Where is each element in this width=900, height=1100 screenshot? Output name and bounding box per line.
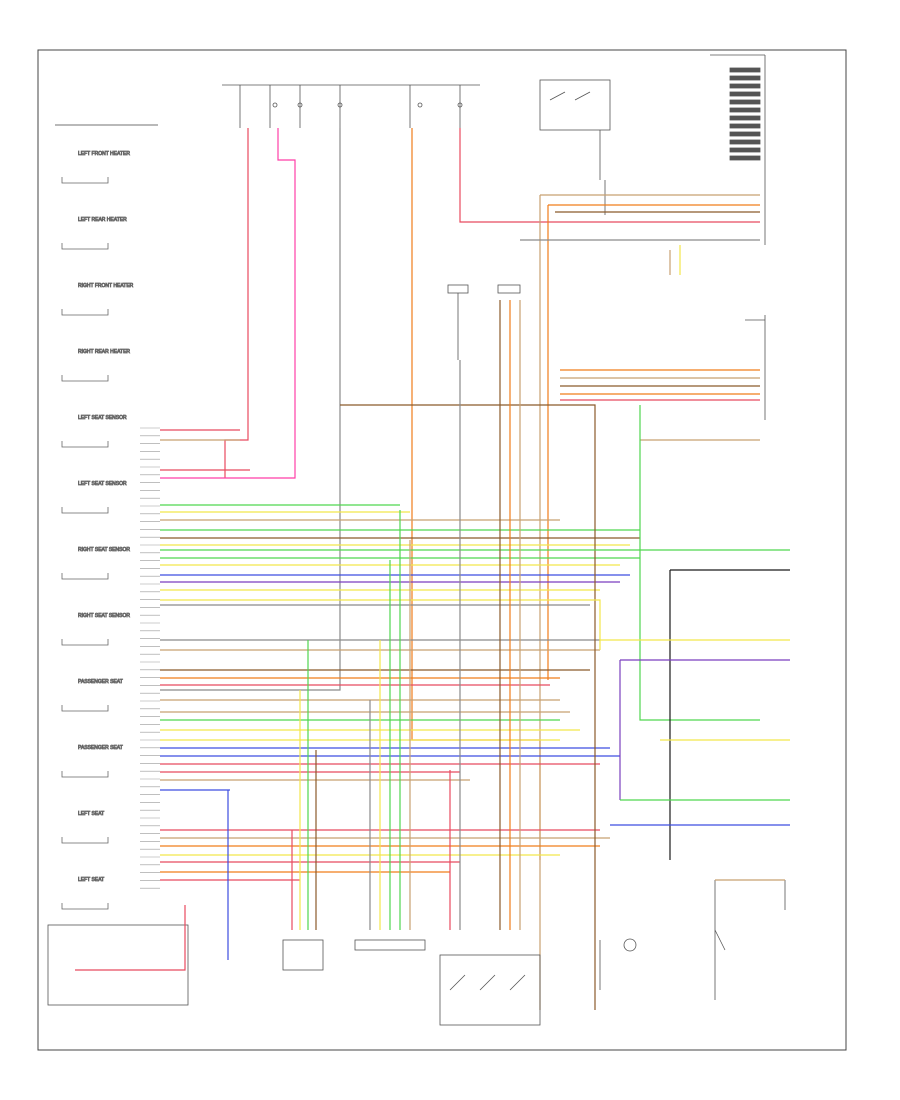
module-pin [729,147,761,153]
module-pin [729,123,761,129]
left-component: LEFT SEAT [61,811,109,844]
component-label: LEFT REAR HEATER [78,217,127,223]
left-component: LEFT SEAT SENSOR [61,481,127,514]
component-label: LEFT SEAT [78,877,104,883]
left-component: RIGHT FRONT HEATER [61,283,134,316]
left-component: RIGHT REAR HEATER [61,349,131,382]
left-component-column: LEFT FRONT HEATER LEFT REAR HEATER RIGHT F… [55,124,158,910]
relay-module [539,54,766,245]
wire-red-1 [224,128,249,478]
bottom-wire-set [291,300,521,930]
component-label: PASSENGER SEAT [78,745,123,751]
left-component: LEFT SEAT [61,877,109,910]
component-label: RIGHT REAR HEATER [78,349,130,355]
wire-gray-1 [160,128,341,691]
left-component: LEFT SEAT SENSOR [61,415,127,448]
component-label: LEFT SEAT SENSOR [78,481,127,487]
fuse-block [222,84,480,128]
component-label: LEFT SEAT [78,811,104,817]
component-label: PASSENGER SEAT [78,679,123,685]
module-pin [729,115,761,121]
left-component: PASSENGER SEAT [61,745,123,778]
right-wires [160,369,790,1010]
component-label: RIGHT FRONT HEATER [78,283,134,289]
wire-red-bottom [75,905,186,971]
wire-pink-1 [160,128,296,479]
module-pin [729,99,761,105]
diagram-frame [37,49,847,1051]
component-label: RIGHT SEAT SENSOR [78,547,130,553]
bottom-components [47,790,786,1026]
module-pin [729,75,761,81]
module-pin [729,155,761,161]
center-sensors [447,245,681,360]
left-component: LEFT FRONT HEATER [61,151,131,184]
left-component: RIGHT SEAT SENSOR [61,613,131,646]
left-component: PASSENGER SEAT [61,679,123,712]
left-component: RIGHT SEAT SENSOR [61,547,131,580]
connector-pins [140,427,160,889]
module-pin [729,107,761,113]
wire-red-2 [459,128,760,223]
component-label: RIGHT SEAT SENSOR [78,613,130,619]
wire-orange-1 [411,128,541,860]
component-label: LEFT SEAT SENSOR [78,415,127,421]
left-component: LEFT REAR HEATER [61,217,128,250]
module-pin [729,83,761,89]
module-pin [729,67,761,73]
module-pin [729,131,761,137]
module-pin [729,139,761,145]
right-module-2 [745,315,766,420]
module-pin [729,91,761,97]
component-label: LEFT FRONT HEATER [78,151,130,157]
